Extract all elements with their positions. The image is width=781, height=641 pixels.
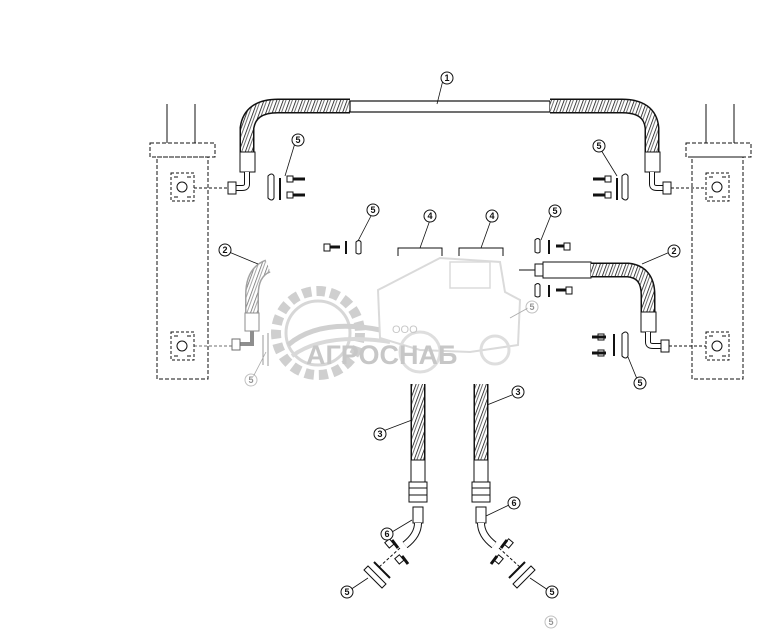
right-upper-port xyxy=(705,172,730,202)
callout-6-right: 6 xyxy=(507,496,521,510)
watermark-name: АГРОСНАБ xyxy=(306,340,457,370)
callout-6-left: 6 xyxy=(380,527,394,541)
callout-5-center-right: 5 xyxy=(525,300,539,314)
clamp-set-lower-left xyxy=(262,333,269,366)
hose-2-right xyxy=(519,261,706,353)
callout-5-bottom-left: 5 xyxy=(340,585,354,599)
hose-3-left xyxy=(408,384,428,503)
svg-text:4: 4 xyxy=(489,211,494,221)
right-frame-column xyxy=(685,104,752,380)
callout-3-left: 3 xyxy=(373,427,387,441)
callout-5-mid-left: 5 xyxy=(366,203,380,217)
clamp-set-top-right xyxy=(593,173,629,201)
left-frame-column xyxy=(149,104,216,380)
part-4-bracket-left xyxy=(397,247,443,256)
watermark-ooo: ООО xyxy=(392,324,418,336)
callout-1: 1 xyxy=(440,71,454,85)
callout-2-left: 2 xyxy=(218,243,232,257)
left-upper-port xyxy=(170,172,195,202)
svg-text:5: 5 xyxy=(295,135,300,145)
callout-5-top-left: 5 xyxy=(291,133,305,147)
agrosnab-watermark: ООО АГРОСНАБ xyxy=(271,256,522,380)
callout-5-lower-right: 5 xyxy=(633,376,647,390)
svg-text:2: 2 xyxy=(671,246,676,256)
left-lower-port xyxy=(170,331,195,361)
svg-text:5: 5 xyxy=(370,205,375,215)
callout-5-lower-left: 5 xyxy=(244,373,258,387)
right-lower-port xyxy=(705,331,730,361)
svg-text:1: 1 xyxy=(444,73,449,83)
clamp-set-bottom-right xyxy=(489,538,536,589)
callout-4-right: 4 xyxy=(485,209,499,223)
gear-logo-icon xyxy=(271,286,391,380)
svg-text:3: 3 xyxy=(377,429,382,439)
clamp-set-mid-left xyxy=(323,240,362,255)
svg-text:5: 5 xyxy=(596,141,601,151)
svg-text:5: 5 xyxy=(548,617,553,627)
part-4-bracket-right xyxy=(458,247,504,256)
fitting-6-left xyxy=(377,506,424,569)
svg-text:5: 5 xyxy=(529,302,534,312)
svg-text:5: 5 xyxy=(248,375,253,385)
svg-text:5: 5 xyxy=(344,587,349,597)
clamp-set-top-left xyxy=(267,173,305,201)
callout-5-mid-right: 5 xyxy=(548,204,562,218)
callout-5-bottom-faint: 5 xyxy=(544,615,558,629)
hose-3-right xyxy=(471,384,491,503)
fitting-6-right xyxy=(475,506,522,569)
svg-text:6: 6 xyxy=(511,498,516,508)
clamp-set-lower-right xyxy=(592,331,629,359)
callout-5-bottom-right: 5 xyxy=(545,585,559,599)
svg-text:6: 6 xyxy=(384,529,389,539)
svg-text:5: 5 xyxy=(549,587,554,597)
callout-5-top-right: 5 xyxy=(592,139,606,153)
clamp-set-mid-right xyxy=(534,238,573,298)
callout-3-right: 3 xyxy=(511,385,525,399)
svg-text:5: 5 xyxy=(552,206,557,216)
clamp-set-bottom-left xyxy=(363,538,410,589)
callout-4-left: 4 xyxy=(423,209,437,223)
hose-1-crossover xyxy=(194,98,706,195)
svg-text:4: 4 xyxy=(427,211,432,221)
svg-text:2: 2 xyxy=(222,245,227,255)
leader-lines xyxy=(228,79,671,591)
hose-2-left xyxy=(194,259,271,351)
svg-text:5: 5 xyxy=(637,378,642,388)
svg-text:3: 3 xyxy=(515,387,520,397)
callout-2-right: 2 xyxy=(667,244,681,258)
harvester-silhouette-icon xyxy=(376,256,522,374)
